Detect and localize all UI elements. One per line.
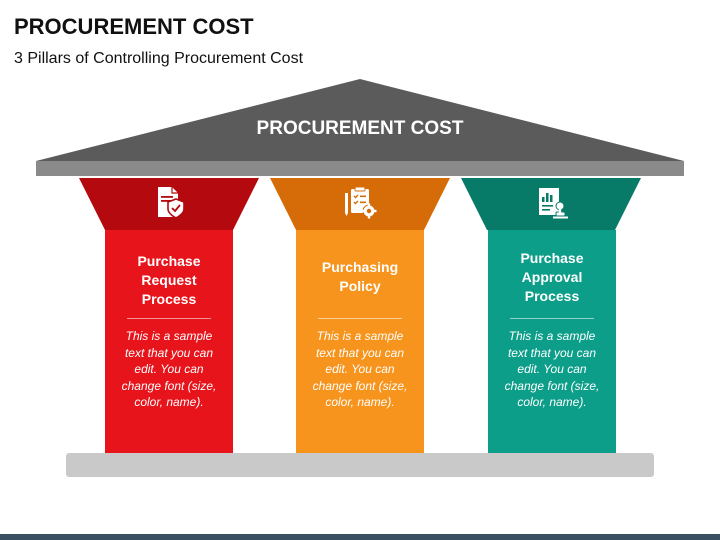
document-shield-icon <box>158 187 185 219</box>
pillar-capital-2 <box>270 178 450 230</box>
pillar-2: Purchasing Policy This is a sample text … <box>296 230 424 453</box>
pillar-title: Purchasing Policy <box>321 259 399 294</box>
pillar-description: This is a sample text that you can edit.… <box>504 329 600 409</box>
page-subtitle: 3 Pillars of Controlling Procurement Cos… <box>14 50 304 67</box>
pillar-3: Purchase Approval Process This is a samp… <box>488 230 616 453</box>
pillar-divider <box>127 318 211 319</box>
pillar-capital-1 <box>79 178 259 230</box>
pillar-description: This is a sample text that you can edit.… <box>312 329 408 409</box>
pillar-capital-3 <box>461 178 641 230</box>
base-platform <box>66 453 654 477</box>
roof <box>36 79 684 176</box>
roof-beam <box>36 161 684 176</box>
pillar-title: Purchase Request Process <box>137 253 201 307</box>
bottom-bar <box>0 534 720 540</box>
pillar-divider <box>318 318 402 319</box>
checklist-gear-icon <box>345 186 377 219</box>
pillar-title: Purchase Approval Process <box>520 250 584 304</box>
pillar-divider <box>510 318 594 319</box>
page-title: PROCUREMENT COST <box>14 14 254 39</box>
roof-label: PROCUREMENT COST <box>256 118 464 139</box>
roof-pediment <box>36 79 684 161</box>
pillar-description: This is a sample text that you can edit.… <box>121 329 217 409</box>
report-approval-icon <box>539 188 568 219</box>
pillar-1: Purchase Request Process This is a sampl… <box>105 230 233 453</box>
